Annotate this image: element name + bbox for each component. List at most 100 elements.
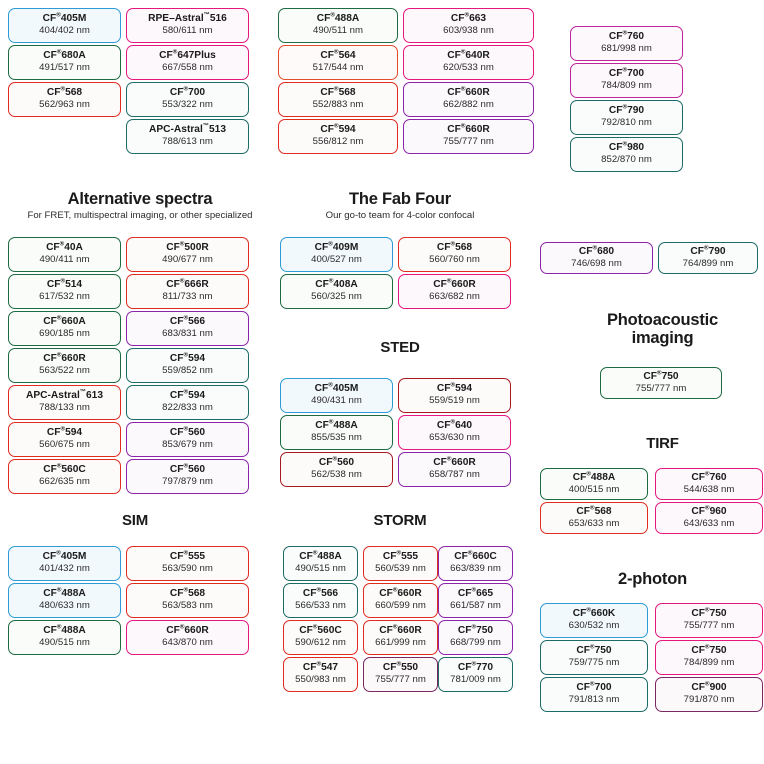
dye-name-number: 500R [184,242,209,254]
dye-name-base: CF [608,105,623,117]
dye-name: CF®900 [691,681,726,693]
dye-name-base: CF [608,68,623,80]
dye-name: CF®750 [576,643,611,656]
dye-name: CF®750 [643,370,678,382]
dye-name: CF®663 [451,12,486,24]
dye-name-number: 550 [401,662,419,674]
trademark-symbol: ® [586,606,591,614]
dye-name: CF®568 [576,504,611,517]
trademark-symbol: ® [590,504,595,512]
trademark-symbol: ® [312,549,318,557]
dye-name-number: 750 [709,645,727,657]
trademark-symbol: ® [56,549,61,557]
dye-name-number: 660R [451,279,476,291]
trademark-symbol: ® [328,418,334,426]
dye-name-number: 594 [188,353,206,365]
dye-name-base: CF [43,353,57,365]
trademark-symbol: ® [590,643,595,651]
dye-name-base: CF [169,464,184,476]
dye-name-number: 660R [397,625,422,637]
dye-spectra: 560/760 nm [429,254,480,266]
dye-name-number: 660R [184,625,209,637]
trademark-symbol: ® [328,240,333,248]
